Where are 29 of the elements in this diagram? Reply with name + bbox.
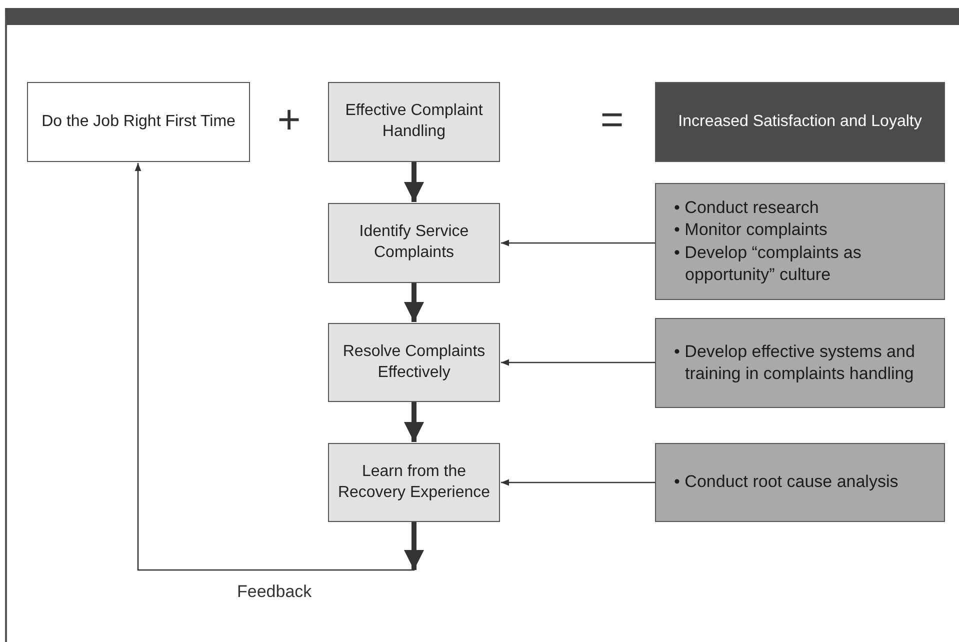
bullet-item: • Monitor complaints [674, 219, 828, 242]
operator-symbol: + [276, 100, 302, 140]
process-box [27, 82, 250, 162]
box-text: Learn from the Recovery Experience [336, 462, 492, 502]
arrow [501, 479, 655, 486]
bullet-item: • Conduct root cause analysis [674, 471, 900, 494]
operator-symbol: = [599, 100, 625, 140]
process-box [328, 203, 500, 283]
action-box [655, 183, 945, 300]
bullet-item: • Develop effective systems and training in complaints handling [674, 340, 916, 385]
box-text: Effective Complaint Handling [344, 101, 484, 142]
process-box [328, 443, 500, 522]
arrow [404, 162, 424, 202]
box-text: Do the Job Right First Time [42, 112, 236, 132]
process-box [328, 323, 500, 402]
feedback-arrow [134, 163, 424, 571]
process-box [328, 82, 500, 162]
action-box [655, 318, 945, 408]
arrow [501, 240, 655, 246]
bullet-item: • Develop “complaints as opportunity” culture [674, 242, 862, 286]
arrow [404, 283, 424, 322]
box-text: Resolve Complaints Effectively [342, 342, 486, 382]
outcome-box [655, 82, 945, 162]
bullet-item: • Conduct research [674, 197, 820, 220]
box-text: Increased Satisfaction and Loyalty [678, 112, 922, 132]
box-text: Identify Service Complaints [358, 222, 470, 263]
arrow [404, 402, 424, 442]
arrow [501, 359, 655, 366]
action-box [655, 443, 945, 522]
